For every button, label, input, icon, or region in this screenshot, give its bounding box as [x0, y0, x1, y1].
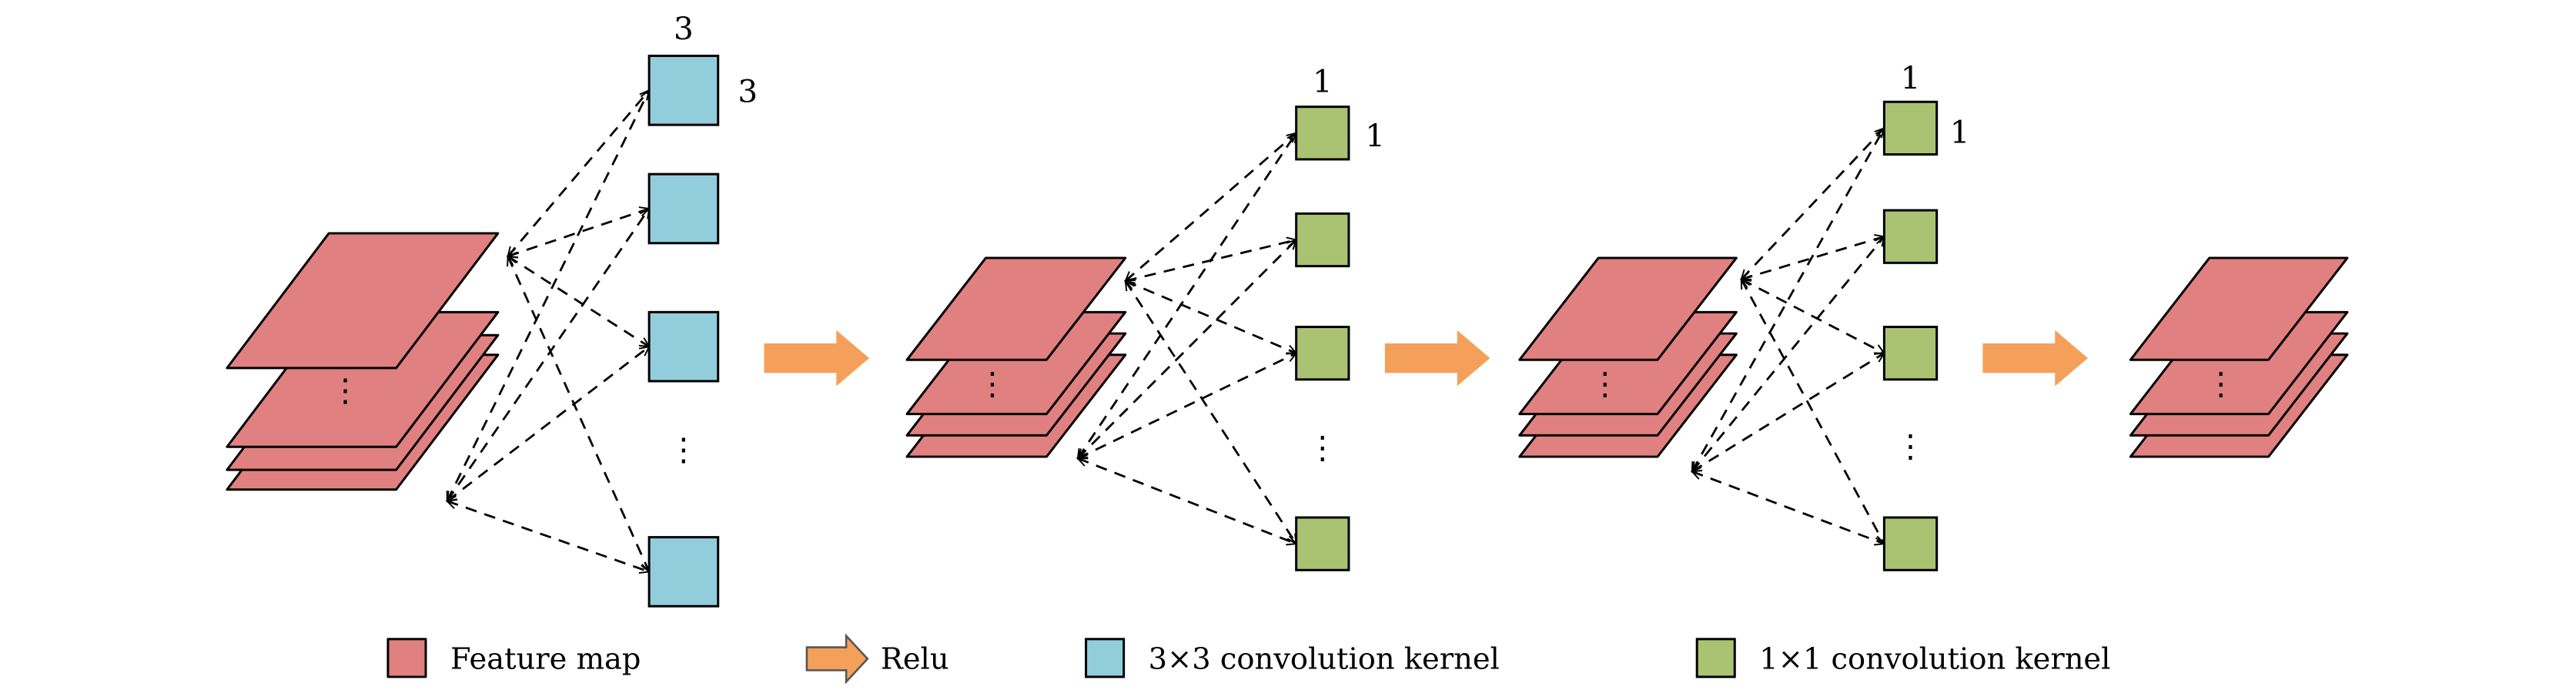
connection-arrow [508, 90, 649, 256]
feature-map-layer [1518, 256, 1738, 361]
1x1-kernel [1295, 106, 1350, 161]
kernel-ellipsis: ⋮ [1895, 427, 1926, 464]
legend-1x1-kernel-swatch [1695, 638, 1736, 678]
connection-arrow [1078, 239, 1296, 458]
3x3-kernel [647, 310, 720, 383]
kernel-height-label: 1 [1950, 114, 1970, 151]
legend-3x3-kernel-swatch [1085, 638, 1126, 678]
kernel-width-label: 1 [1901, 59, 1921, 96]
connection-arrow [1741, 278, 1885, 354]
kernel-height-label: 3 [738, 72, 758, 109]
feature-map-ellipsis: ⋮ [2205, 365, 2236, 402]
feature-map-layer [226, 232, 500, 370]
kernel-width-label: 1 [1313, 62, 1333, 99]
feature-map-ellipsis: ⋮ [1589, 365, 1621, 402]
connection-arrow [447, 501, 649, 572]
connection-arrow [1126, 281, 1296, 353]
connection-arrow [1078, 458, 1296, 544]
1x1-kernel [1882, 100, 1939, 156]
3x3-kernel [647, 536, 720, 608]
1x1-kernel [1295, 326, 1350, 381]
1x1-kernel [1882, 516, 1939, 571]
kernel-height-label: 1 [1365, 117, 1385, 154]
1x1-kernel [1295, 212, 1350, 268]
1x1-kernel [1882, 209, 1939, 264]
3x3-kernel [647, 55, 720, 126]
legend: Feature map Relu 3×3 convolution kernel … [386, 633, 2110, 685]
1x1-kernel [1882, 326, 1939, 381]
legend-feature-map-swatch [386, 638, 427, 678]
connection-arrow [508, 256, 649, 572]
connection-arrow [1078, 133, 1296, 458]
kernel-width-label: 3 [674, 10, 694, 47]
feature-map-ellipsis: ⋮ [977, 365, 1009, 402]
relu-arrow-icon [1982, 330, 2088, 387]
3x3-kernel [647, 172, 720, 245]
connection-arrow [1691, 128, 1885, 471]
kernel-ellipsis: ⋮ [668, 430, 700, 467]
1x1-kernel [1295, 516, 1350, 571]
feature-map-layer [226, 310, 500, 448]
kernel-ellipsis: ⋮ [1307, 429, 1339, 466]
feature-map-ellipsis: ⋮ [330, 372, 361, 409]
relu-arrow-icon [1384, 330, 1490, 387]
legend-feature-map-label: Feature map [450, 641, 641, 676]
connection-arrow [1692, 471, 1885, 544]
connection-arrow [1126, 281, 1296, 544]
legend-1x1-kernel-label: 1×1 convolution kernel [1759, 641, 2110, 676]
legend-relu-label: Relu [881, 641, 949, 676]
feature-map-layer [2129, 256, 2349, 361]
legend-relu-arrow-icon [805, 633, 869, 685]
connection-arrow [1126, 239, 1296, 280]
relu-arrow-icon [764, 330, 869, 387]
legend-3x3-kernel-label: 3×3 convolution kernel [1149, 641, 1500, 676]
connection-arrow [1740, 280, 1885, 544]
connection-arrow [446, 90, 651, 501]
